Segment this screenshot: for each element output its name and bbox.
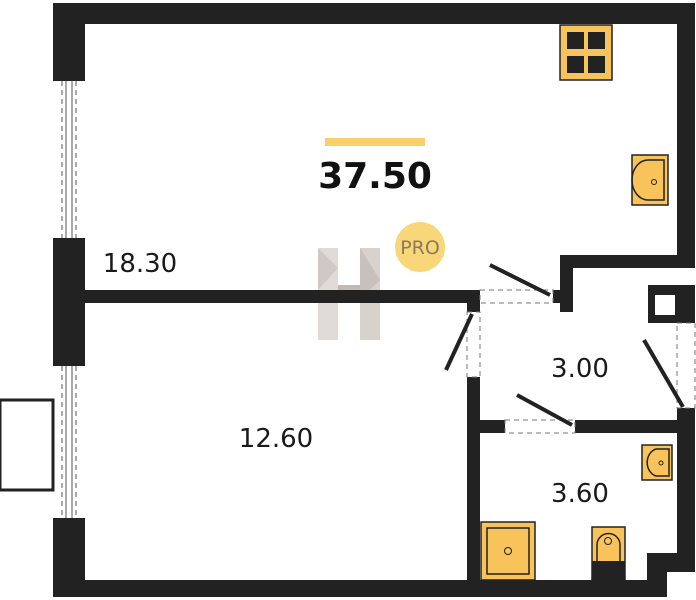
total-area: 37.50 <box>318 156 432 197</box>
kitchen-sink-icon <box>631 154 669 206</box>
window-top-left <box>61 81 77 238</box>
pro-badge <box>395 222 445 272</box>
shower-tray-icon <box>480 521 536 581</box>
total-area-accent-bar <box>325 138 425 146</box>
stove-icon <box>559 24 613 81</box>
balcony <box>0 398 55 492</box>
walls <box>53 3 695 597</box>
toilet-icon <box>591 526 626 581</box>
room-area-bathroom: 3.60 <box>551 479 609 509</box>
doors <box>444 263 696 434</box>
window-bottom-left <box>61 366 77 518</box>
room-area-bedroom: 12.60 <box>239 424 313 454</box>
bathroom-sink-icon <box>641 444 673 481</box>
room-area-hallway: 3.00 <box>551 354 609 384</box>
room-area-living: 18.30 <box>103 249 177 279</box>
pro-badge-label: PRO <box>400 237 440 259</box>
